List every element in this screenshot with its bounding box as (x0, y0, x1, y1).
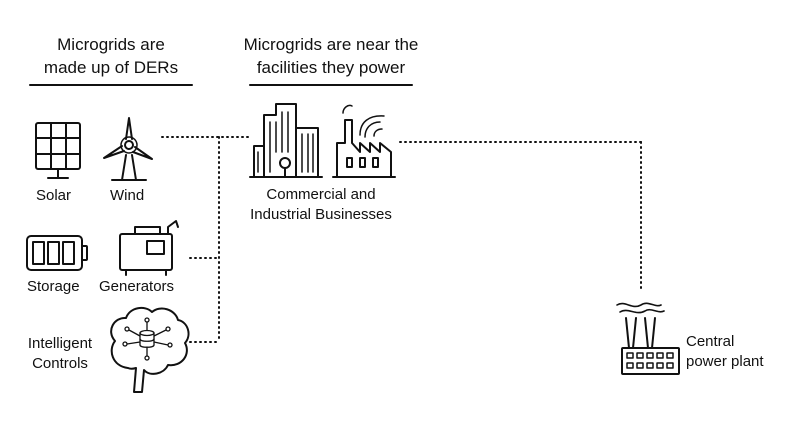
left-header-line-1: Microgrids are (57, 35, 165, 54)
intelligent-controls-line-2: Controls (32, 355, 88, 372)
facilities-label: Commercial and Industrial Businesses (236, 185, 406, 225)
center-header-line-1: Microgrids are near the (243, 35, 419, 54)
intelligent-controls-line-1: Intelligent (27, 335, 93, 352)
battery-icon (26, 235, 88, 271)
left-header: Microgrids are made up of DERs (30, 33, 192, 79)
generator-icon (119, 220, 179, 276)
solar-label: Solar (36, 187, 72, 204)
factory-icon (332, 104, 396, 178)
connection-lines (161, 136, 642, 343)
wind-turbine-icon (103, 117, 153, 181)
power-plant-line-1: Central (686, 333, 735, 350)
left-header-line-2: made up of DERs (43, 58, 179, 77)
generators-label: Generators (99, 278, 175, 295)
storage-label: Storage (27, 278, 80, 295)
facilities-line-2: Industrial Businesses (250, 206, 392, 223)
brain-controls-icon (110, 306, 190, 393)
center-header-line-2: facilities they power (256, 58, 406, 77)
solar-panel-icon (35, 122, 81, 179)
office-building-icon (249, 103, 323, 178)
intelligent-controls-label: Intelligent Controls (22, 334, 98, 374)
power-plant-icon (616, 302, 680, 375)
center-header: Microgrids are near the facilities they … (226, 33, 436, 79)
power-plant-label: Central power plant (686, 332, 764, 372)
wind-label: Wind (110, 187, 145, 204)
facilities-line-1: Commercial and (266, 186, 376, 203)
power-plant-line-2: power plant (686, 353, 764, 370)
